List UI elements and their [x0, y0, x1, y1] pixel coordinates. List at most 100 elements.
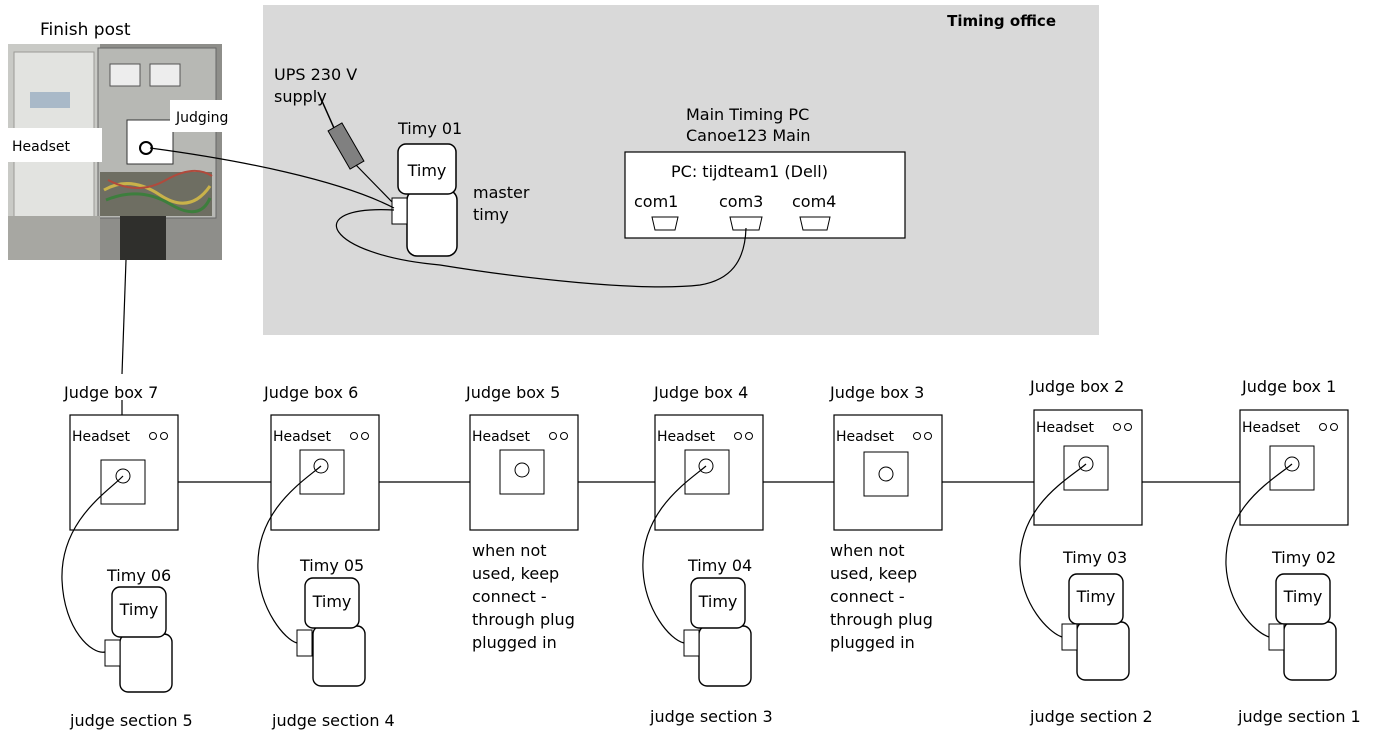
timy-cable	[257, 465, 322, 644]
timy-body	[119, 633, 173, 693]
pc-title-line2: Canoe123 Main	[686, 126, 811, 145]
note-line-3: connect -	[472, 587, 547, 606]
ups-cable	[355, 164, 395, 205]
timy-name: Timy 06	[106, 566, 171, 585]
pc-port-com3	[729, 216, 763, 231]
headset-label: Headset	[273, 429, 332, 445]
timy-screen	[690, 577, 746, 629]
headset-jack-left	[734, 432, 742, 440]
judge-box-title: Judge box 6	[263, 383, 358, 402]
ups-label-line1: UPS 230 V	[274, 65, 357, 84]
timy-port	[296, 629, 313, 657]
pc-port-com4	[799, 216, 831, 231]
judge-box-4: Judge box 4 Headset Timy 04 Timy judge s…	[642, 383, 773, 726]
finish-to-timy01-cable	[149, 147, 395, 209]
pc-port-com1-label: com1	[634, 192, 678, 211]
timy-body	[312, 625, 366, 687]
headset-jack-left	[913, 432, 921, 440]
judge-section-label: judge section 1	[1237, 707, 1361, 726]
master-timy-note-line2: timy	[473, 205, 509, 224]
pc-label: PC: tijdteam1 (Dell)	[671, 162, 828, 181]
timing-office-title: Timing office	[947, 12, 1056, 30]
headset-jack-right	[1124, 423, 1132, 431]
finish-judging-tag	[170, 100, 244, 132]
note-line-2: used, keep	[830, 564, 917, 583]
headset-label: Headset	[657, 429, 716, 445]
timy-cable	[642, 465, 707, 644]
judge-box-1: Judge box 1 Headset Timy 02 Timy judge s…	[1225, 377, 1361, 726]
note-line-3: connect -	[830, 587, 905, 606]
headset-label: Headset	[1242, 420, 1301, 436]
headset-jack-right	[924, 432, 932, 440]
headset-jack-right	[160, 432, 168, 440]
judge-box-title: Judge box 2	[1029, 377, 1124, 396]
judge-section-label: judge section 2	[1029, 707, 1153, 726]
timy-screen-label: Timy	[1076, 587, 1116, 606]
timy01-body	[406, 189, 458, 257]
headset-jack-left	[549, 432, 557, 440]
socket	[878, 466, 894, 482]
timy-cable	[61, 475, 124, 653]
timy-name: Timy 04	[687, 556, 752, 575]
headset-jack-right	[560, 432, 568, 440]
headset-jack-left	[149, 432, 157, 440]
finish-headset-tag	[8, 128, 102, 162]
timy-screen-label: Timy	[1283, 587, 1323, 606]
timy01-port	[391, 197, 408, 225]
timy01-screen-label: Timy	[407, 161, 447, 180]
pc-port-com3-label: com3	[719, 192, 763, 211]
note-line-2: used, keep	[472, 564, 559, 583]
headset-label: Headset	[72, 429, 131, 445]
note-line-1: when not	[472, 541, 547, 560]
headset-jack-right	[361, 432, 369, 440]
finish-post-title: Finish post	[40, 20, 131, 40]
note-line-5: plugged in	[472, 633, 557, 652]
timy-screen	[1068, 573, 1124, 625]
ups-pointer-line	[317, 91, 335, 129]
judge-box-5: Judge box 5 Headset when not used, keep …	[465, 383, 579, 652]
note-line-5: plugged in	[830, 633, 915, 652]
timy-cable	[1019, 463, 1087, 638]
judge-box-title: Judge box 4	[653, 383, 748, 402]
finish-headset-label: Headset	[12, 139, 71, 155]
pc-title-line1: Main Timing PC	[686, 105, 809, 124]
timy-screen	[304, 577, 360, 629]
judge-box-2: Judge box 2 Headset Timy 03 Timy judge s…	[1019, 377, 1153, 726]
headset-jack-right	[1330, 423, 1338, 431]
headset-jack-left	[350, 432, 358, 440]
pc-port-com1	[651, 216, 679, 231]
timy01-to-com3-cable	[335, 209, 747, 288]
judge-box-title: Judge box 3	[829, 383, 924, 402]
headset-jack-left	[1319, 423, 1327, 431]
ups-unit	[327, 122, 365, 170]
headset-jack-right	[745, 432, 753, 440]
timy-name: Timy 02	[1271, 548, 1336, 567]
timy-screen	[1275, 573, 1331, 625]
judge-box-7: Judge box 7 Headset Timy 06 Timy judge s…	[61, 383, 193, 730]
headset-label: Headset	[836, 429, 895, 445]
timy01-screen	[397, 143, 457, 195]
timy-name: Timy 03	[1062, 548, 1127, 567]
judge-section-label: judge section 3	[649, 707, 773, 726]
note-line-4: through plug	[472, 610, 575, 629]
headset-jack-left	[1113, 423, 1121, 431]
judge-box-title: Judge box 7	[63, 383, 158, 402]
judge-section-label: judge section 5	[69, 711, 193, 730]
timy-cable	[1225, 463, 1293, 638]
pc-port-com4-label: com4	[792, 192, 836, 211]
timy-screen-label: Timy	[698, 592, 738, 611]
judge-box-6: Judge box 6 Headset Timy 05 Timy judge s…	[257, 383, 395, 730]
timy-screen-label: Timy	[119, 600, 159, 619]
timy-name: Timy 05	[299, 556, 364, 575]
master-timy-note-line1: master	[473, 183, 530, 202]
headset-label: Headset	[1036, 420, 1095, 436]
timy-port	[1061, 623, 1078, 651]
finish-judging-label: Judging	[175, 110, 228, 126]
socket	[514, 462, 530, 478]
timy-port	[1268, 623, 1285, 651]
judge-box-3: Judge box 3 Headset when not used, keep …	[829, 383, 943, 652]
note-line-1: when not	[830, 541, 905, 560]
timy-screen-label: Timy	[312, 592, 352, 611]
finish-judging-socket-plate	[126, 119, 174, 165]
